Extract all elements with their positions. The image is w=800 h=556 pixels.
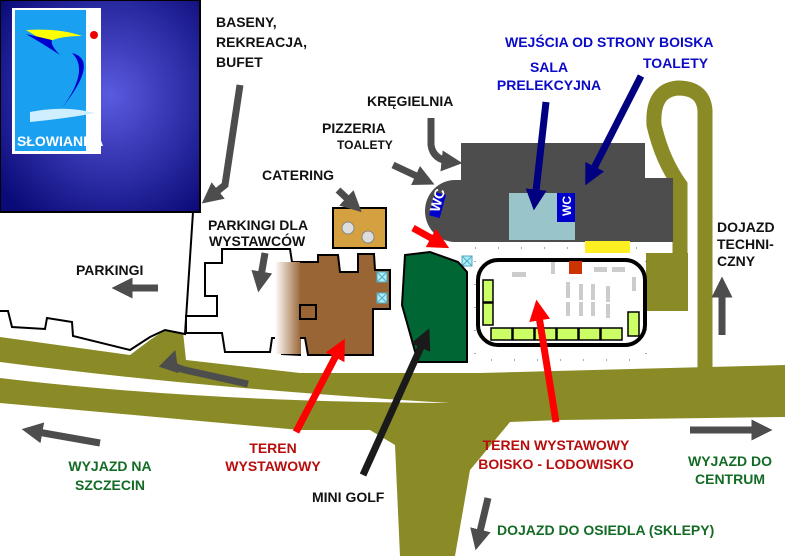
arrow-icon — [585, 74, 645, 186]
arrow-icon — [201, 84, 244, 204]
label-rekreacja: REKREACJA, — [216, 34, 307, 50]
label-wyjazd-do: WYJAZD DO — [688, 453, 772, 469]
wc-badge: WC — [426, 187, 448, 219]
roads — [0, 80, 785, 556]
arrow-icon — [21, 422, 101, 447]
label-bufet: BUFET — [216, 54, 263, 70]
direction-arrows — [21, 74, 773, 551]
technical-road — [646, 80, 713, 370]
label-teren-boisko: TEREN WYSTAWOWY — [483, 437, 630, 453]
label-czny: CZNY — [717, 253, 756, 269]
info-point-icon — [376, 255, 473, 304]
label-szczecin: SZCZECIN — [75, 477, 145, 493]
label-wystawcow: WYSTAWCÓW — [209, 232, 306, 249]
technical-yard — [646, 253, 688, 311]
label-parkingi: PARKINGI — [76, 262, 143, 278]
label-kregielnia: KRĘGIELNIA — [367, 93, 453, 109]
arrow-icon — [391, 161, 435, 186]
label-prelekcyjna: PRELEKCYJNA — [497, 77, 601, 93]
label-catering: CATERING — [262, 167, 334, 183]
label-wystawowy: WYSTAWOWY — [225, 458, 321, 474]
arrow-icon — [158, 350, 249, 388]
label-boisko-lodowisko: BOISKO - LODOWISKO — [478, 456, 634, 472]
arrow-icon — [292, 338, 345, 434]
label-dojazd-osiedla: DOJAZD DO OSIEDLA (SKLEPY) — [497, 522, 714, 538]
label-wyjazd-na: WYJAZD NA — [68, 458, 151, 474]
arrow-icon — [470, 497, 492, 551]
slowianka-logo: SŁOWIANKA — [0, 0, 201, 213]
catering-building — [332, 207, 387, 249]
label-wejscia: WEJŚCIA OD STRONY BOISKA — [505, 33, 713, 50]
arrow-icon — [359, 328, 431, 477]
arrow-icon — [411, 224, 450, 249]
map-labels: BASENY, REKREACJA, BUFET WEJŚCIA OD STRO… — [68, 14, 774, 538]
wc-label: WC — [560, 196, 574, 216]
parking-fade — [275, 262, 301, 354]
mini-golf-area — [400, 250, 468, 363]
parking-area — [0, 211, 194, 352]
label-centrum: CENTRUM — [695, 471, 765, 487]
label-parkingi-dla: PARKINGI DLA — [208, 217, 308, 233]
arrow-icon — [251, 252, 273, 293]
rink-area — [474, 241, 647, 361]
label-baseny: BASENY, — [216, 14, 277, 30]
ice-rink — [476, 258, 647, 347]
arrow-icon — [529, 299, 560, 423]
label-teren: TEREN — [249, 440, 296, 456]
label-pizzeria: PIZZERIA — [322, 120, 386, 136]
label-dojazd: DOJAZD — [717, 219, 775, 235]
label-toalety: TOALETY — [643, 55, 709, 71]
arrow-icon — [335, 187, 362, 213]
logo-text: SŁOWIANKA — [17, 133, 103, 149]
label-pizzeria-toalety: TOALETY — [337, 138, 393, 152]
exhibition-booth — [299, 304, 317, 320]
arrow-icon — [525, 101, 550, 211]
wc-label: WC — [426, 187, 447, 214]
umbrella-icon — [341, 221, 375, 244]
label-techni: TECHNI- — [717, 236, 774, 252]
wc-badge: WC — [557, 193, 575, 222]
road-divider — [0, 362, 450, 403]
label-mini-golf: MINI GOLF — [312, 489, 385, 505]
arrow-icon — [427, 118, 463, 172]
label-sala: SALA — [530, 59, 568, 75]
